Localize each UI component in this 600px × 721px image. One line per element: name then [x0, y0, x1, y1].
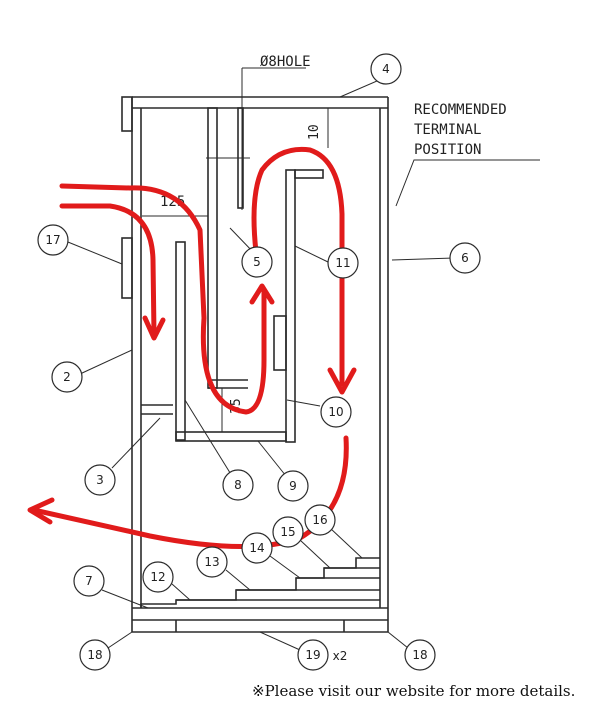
airflow-arrowhead-down-right: [327, 367, 357, 395]
airflow-arrowhead-left: [27, 497, 55, 525]
callout-10: 10: [320, 396, 352, 428]
callout-15: 15: [272, 516, 304, 548]
callout-7: 7: [73, 565, 105, 597]
callout-12: 12: [142, 561, 174, 593]
callout-5: 5: [241, 246, 273, 278]
dim-125: 125: [160, 194, 185, 210]
dimensions: Ø8HOLE 125 10 35: [142, 54, 329, 432]
callout-18-right: 18: [404, 639, 436, 671]
leader-lines: [62, 73, 455, 651]
callout-8: 8: [222, 469, 254, 501]
callout-3: 3: [84, 464, 116, 496]
callout-14-label: 14: [249, 541, 264, 555]
callout-12-label: 12: [150, 570, 165, 584]
callout-18-left: 18: [79, 639, 111, 671]
dim-10: 10: [307, 124, 322, 140]
callout-19-label: 19: [305, 648, 320, 662]
callout-19-quantity: x2: [333, 649, 348, 663]
callout-18-left-label: 18: [87, 648, 102, 662]
callout-18-right-label: 18: [412, 648, 427, 662]
terminal-line-1: RECOMMENDED: [414, 102, 507, 118]
callout-13: 13: [196, 546, 228, 578]
airflow-arrowhead-down-left: [142, 315, 166, 341]
callout-11: 11: [327, 247, 359, 279]
callout-6-label: 6: [461, 251, 469, 265]
callout-9-label: 9: [289, 479, 297, 493]
terminal-position-note: RECOMMENDED TERMINAL POSITION: [395, 102, 540, 207]
callout-14: 14: [241, 532, 273, 564]
callout-4-label: 4: [382, 62, 390, 76]
callout-5-label: 5: [253, 255, 261, 269]
hole-annotation: Ø8HOLE: [260, 54, 311, 70]
callout-8-label: 8: [234, 478, 242, 492]
terminal-line-3: POSITION: [414, 142, 481, 158]
terminal-line-2: TERMINAL: [414, 122, 481, 138]
callout-16: 16: [304, 504, 336, 536]
callout-10-label: 10: [328, 405, 343, 419]
callout-17-label: 17: [45, 233, 60, 247]
callout-16-label: 16: [312, 513, 327, 527]
callout-2-label: 2: [63, 370, 71, 384]
callout-17: 17: [37, 224, 69, 256]
callout-15-label: 15: [280, 525, 295, 539]
airflow-arrowhead-up: [249, 283, 275, 305]
airflow-arrows: [27, 146, 357, 550]
callout-6: 6: [449, 242, 481, 274]
callout-11-label: 11: [335, 256, 350, 270]
airflow-path-inlet-1: [59, 183, 267, 415]
callout-7-label: 7: [85, 574, 93, 588]
callout-4: 4: [370, 53, 402, 85]
airflow-path-middle: [251, 146, 345, 387]
callout-2: 2: [51, 361, 83, 393]
callout-13-label: 13: [204, 555, 219, 569]
callout-3-label: 3: [96, 473, 104, 487]
airflow-path-inlet-2: [59, 203, 157, 337]
footer-note: ※Please visit our website for more detai…: [252, 682, 576, 700]
callout-19: 19: [297, 639, 329, 671]
callout-9: 9: [277, 470, 309, 502]
